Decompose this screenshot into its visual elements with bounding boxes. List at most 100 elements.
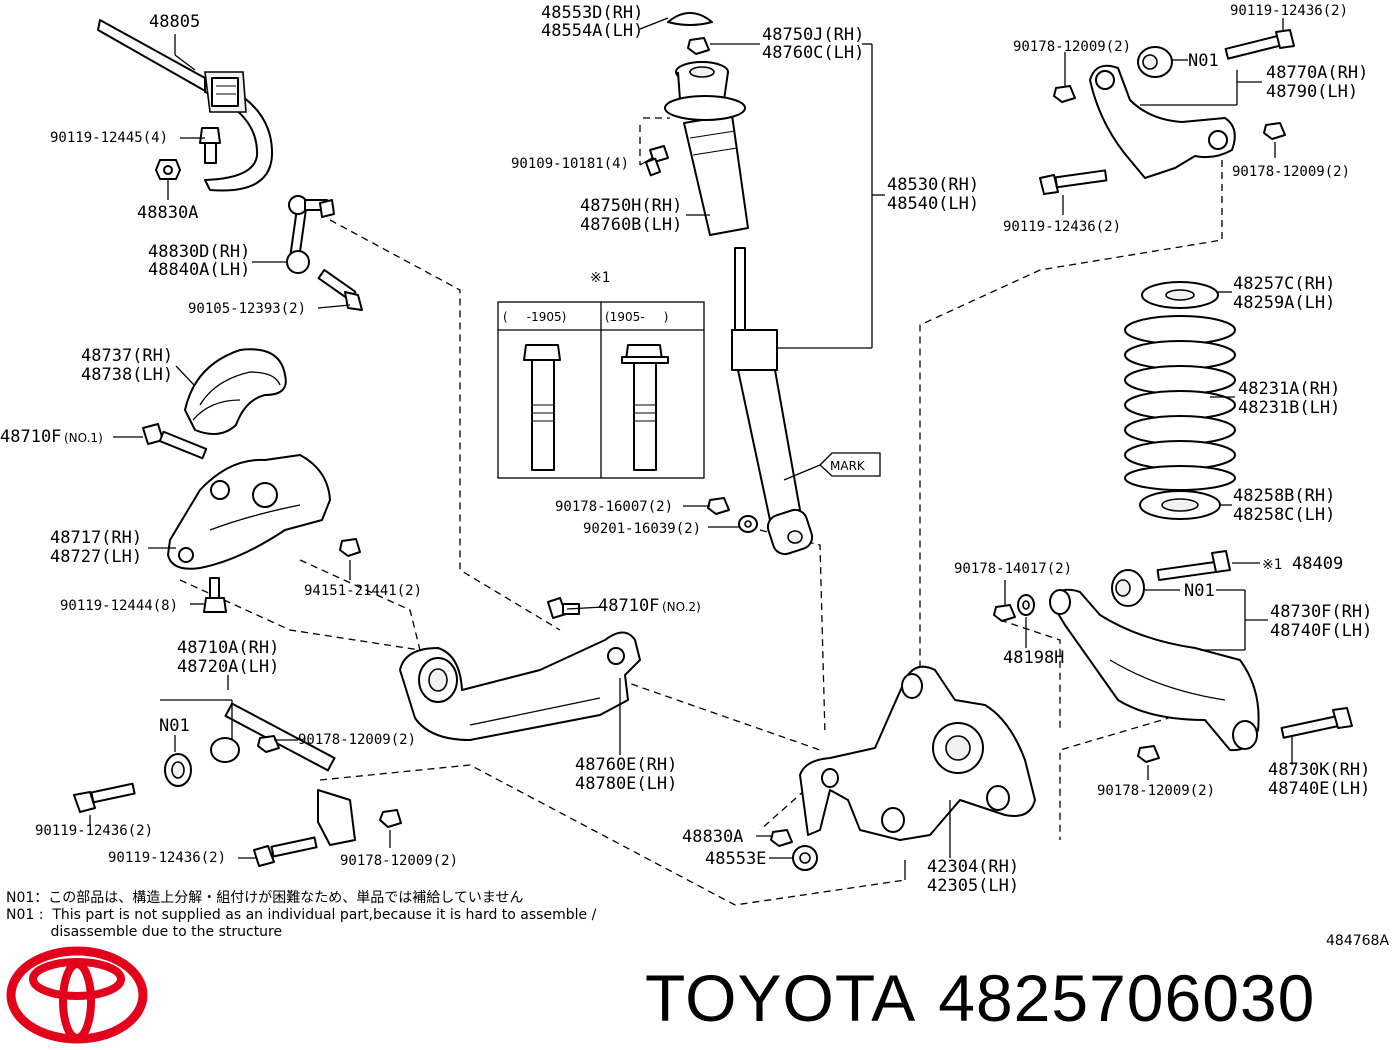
bolt-90119-12436-d [253, 836, 318, 867]
figure-number: 484768A [1326, 933, 1390, 949]
label-n01-lower-arm: N01 [1184, 581, 1215, 601]
bushing-n01-upper-arm [1137, 46, 1173, 78]
label-90119-12436-d: 90119-12436(2) [108, 850, 226, 866]
bolt-90109-10181 [644, 145, 669, 177]
label-48727: 48727(LH) [50, 547, 142, 567]
nut-90178-12009-b [1263, 122, 1286, 140]
nut-90178-14017 [993, 604, 1016, 622]
label-48830a-bottom: 48830A [682, 827, 743, 847]
label-48259a: 48259A(LH) [1233, 293, 1335, 313]
label-48737: 48737(RH) [81, 346, 173, 366]
bolt-90119-12444 [203, 577, 227, 613]
label-90178-16007: 90178-16007(2) [555, 499, 673, 515]
bushing-n01-lower-link [164, 753, 192, 787]
bolt-48730k [1280, 707, 1353, 739]
label-90178-12009-c: 90178-12009(2) [298, 732, 416, 748]
washer-48198h [1017, 594, 1035, 616]
toyota-logo [6, 946, 148, 1044]
label-48790: 48790(LH) [1266, 82, 1358, 102]
bolt-48409 [1156, 550, 1231, 581]
label-48730k: 48730K(RH) [1268, 760, 1370, 780]
spring-insulator-48257c [1141, 281, 1219, 309]
label-48198h: 48198H [1003, 648, 1064, 668]
nut-48830a-bottom [770, 829, 793, 847]
label-48770a: 48770A(RH) [1266, 63, 1368, 83]
label-48830d: 48830D(RH) [148, 242, 250, 262]
label-90105-12393: 90105-12393(2) [188, 301, 306, 317]
footnote-en-line2: disassemble due to the structure [6, 924, 283, 940]
label-48750j: 48750J(RH) [762, 25, 864, 45]
bolt-90119-12436-b [1039, 169, 1108, 195]
leader-lines [89, 17, 1293, 880]
label-48740e: 48740E(LH) [1268, 779, 1370, 799]
label-48750h: 48750H(RH) [580, 196, 682, 216]
table-head-right: (1905- ) [605, 310, 668, 324]
label-90178-12009-a: 90178-12009(2) [1013, 39, 1131, 55]
label-48710f-no2-suffix: (NO.2) [662, 600, 701, 614]
label-48231a: 48231A(RH) [1238, 379, 1340, 399]
label-48840a: 48840A(LH) [148, 260, 250, 280]
label-48710f-no1-suffix: (NO.1) [64, 431, 103, 445]
label-90109-10181: 90109-10181(4) [511, 156, 629, 172]
label-48830a-top: 48830A [137, 203, 198, 223]
bushing-n01-lower-arm [1111, 569, 1145, 607]
label-48554a: 48554A(LH) [541, 21, 643, 41]
label-48710f-no1: 48710F [0, 427, 61, 447]
lower-link-48710a [210, 702, 356, 846]
brand-name: TOYOTA [645, 961, 917, 1035]
stabilizer-link-48830d [286, 195, 335, 274]
label-48760b: 48760B(LH) [580, 215, 682, 235]
label-mark: MARK [830, 459, 866, 473]
label-90201-16039: 90201-16039(2) [583, 521, 701, 537]
label-48258b: 48258B(RH) [1233, 486, 1335, 506]
upper-arm-48770a [1089, 64, 1236, 179]
nut-90178-16007 [707, 497, 730, 515]
label-48720a: 48720A(LH) [177, 657, 279, 677]
bolt-90119-12436-top [1224, 29, 1295, 60]
label-42305: 42305(LH) [927, 876, 1019, 896]
label-48780e: 48780E(LH) [575, 774, 677, 794]
label-48760e: 48760E(RH) [575, 755, 677, 775]
nut-48553e [792, 845, 818, 871]
rear-axle-carrier-42304 [799, 665, 1036, 841]
footnotes: N01：この部品は、構造上分解・組付けが困難なため、単品では補給していません N… [6, 890, 646, 941]
label-90178-12009-d: 90178-12009(2) [1097, 783, 1215, 799]
cover-48737 [184, 348, 287, 435]
label-48717: 48717(RH) [50, 528, 142, 548]
label-48409: 48409 [1292, 554, 1343, 574]
label-90178-12009-e: 90178-12009(2) [340, 853, 458, 869]
label-48740f: 48740F(LH) [1270, 621, 1372, 641]
spring-insulator-48258b [1139, 490, 1221, 520]
bracket-48717 [167, 454, 331, 570]
label-n01-upper: N01 [1188, 51, 1219, 71]
bolt-90119-12436-c [73, 782, 136, 813]
nut-90178-12009-a [1053, 85, 1076, 103]
label-90119-12436-top: 90119-12436(2) [1230, 3, 1348, 19]
brand-line: TOYOTA 4825706030 [645, 960, 1337, 1036]
washer-90201-16039 [738, 515, 758, 533]
label-48530: 48530(RH) [887, 175, 979, 195]
reference-table [497, 301, 705, 479]
label-48257c: 48257C(RH) [1233, 274, 1335, 294]
label-90178-14017: 90178-14017(2) [954, 561, 1072, 577]
mark-callout [783, 452, 881, 481]
part-labels: 48805 48553D(RH) 48554A(LH) 48750J(RH) 4… [0, 3, 1372, 896]
label-48710f-no2: 48710F [598, 596, 659, 616]
nut-90178-12009-lower [257, 735, 402, 828]
label-48710a: 48710A(RH) [177, 638, 279, 658]
label-48760c: 48760C(LH) [762, 43, 864, 63]
nut-90178-12009-d [1137, 745, 1160, 763]
bolt-90105-12393 [317, 269, 363, 311]
label-48805: 48805 [149, 12, 200, 32]
label-90178-12009-b: 90178-12009(2) [1232, 164, 1350, 180]
nut-48750j [687, 37, 710, 55]
stabilizer-bar-48805 [97, 19, 274, 192]
label-48258c: 48258C(LH) [1233, 505, 1335, 525]
bolt-48710f-no1 [142, 423, 208, 460]
nut-94151-21441 [339, 538, 361, 557]
trailing-arm-48760e [399, 631, 641, 741]
brand-part-number: 4825706030 [938, 961, 1316, 1035]
upper-mount-48750j [664, 61, 746, 121]
footnote-en-line1: N01 : This part is not supplied as an in… [6, 907, 597, 923]
